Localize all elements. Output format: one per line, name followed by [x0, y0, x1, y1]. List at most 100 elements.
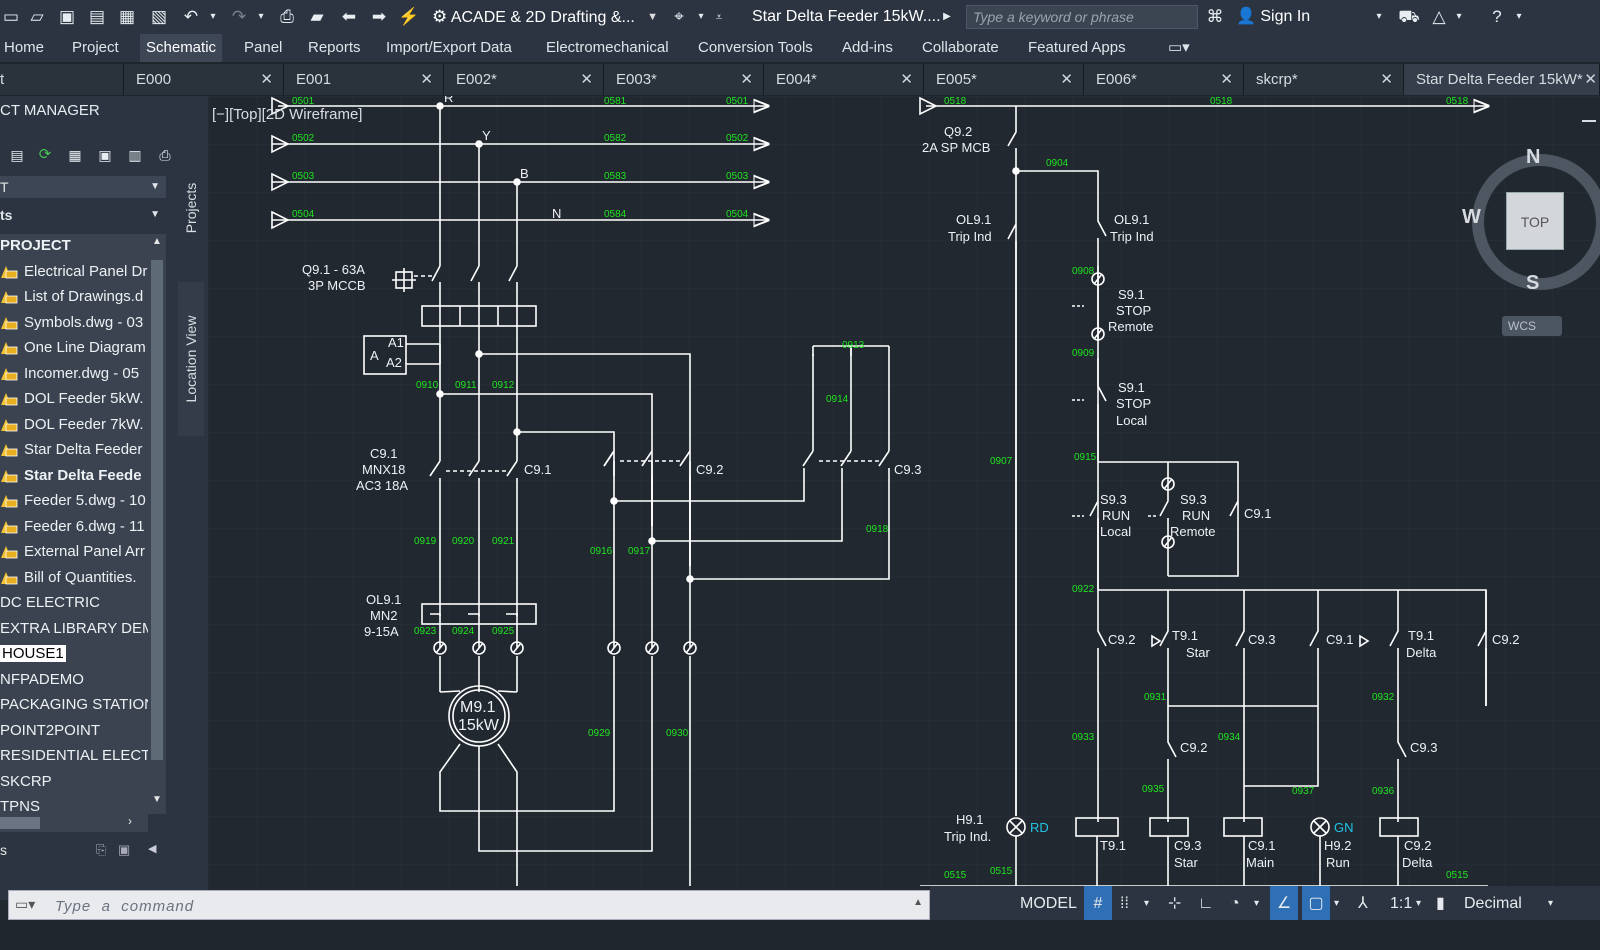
undo-dropdown-icon[interactable]: ▾ — [210, 11, 216, 22]
print-icon[interactable]: ⎙ — [280, 7, 294, 26]
sign-in-dropdown-icon[interactable]: ▾ — [1376, 11, 1382, 22]
compass-west[interactable]: W — [1462, 206, 1481, 228]
command-input[interactable] — [53, 891, 897, 921]
tree-drawing-item[interactable]: Star Delta Feeder — [0, 438, 148, 462]
menu-panel[interactable]: Panel — [244, 39, 283, 56]
drawing-canvas[interactable]: R Y B N Q9.1 - 63A 3P MCCB A A1 A2 C9.1 … — [208, 96, 1600, 886]
back-arrow-icon[interactable]: ⬅ — [341, 7, 357, 26]
infer-constraints-icon[interactable]: ⊹ — [1168, 895, 1182, 912]
close-icon[interactable]: ✕ — [1380, 71, 1393, 88]
object-snap-icon[interactable]: ▢ — [1302, 886, 1330, 922]
cart-icon[interactable]: ⛟ — [1398, 7, 1420, 26]
tree-drawing-item[interactable]: One Line Diagram — [0, 336, 148, 360]
annotation-scale[interactable]: 1:1 — [1390, 895, 1413, 912]
scale-dropdown-icon[interactable]: ▾ — [1416, 898, 1422, 909]
units-select[interactable]: Decimal — [1464, 895, 1522, 912]
tree-drawing-item[interactable]: Symbols.dwg - 03 — [0, 311, 148, 335]
search-input[interactable] — [967, 6, 1197, 28]
tree-drawing-item[interactable]: Incomer.dwg - 05 — [0, 362, 148, 386]
tree-drawing-item[interactable]: List of Drawings.d — [0, 285, 148, 309]
details-icon[interactable]: ⎘ — [96, 842, 107, 857]
annotation-visibility-icon[interactable]: ⅄ — [1358, 895, 1368, 912]
command-history-icon[interactable]: ▲ — [913, 897, 923, 908]
polar-icon[interactable]: ◔ — [1230, 895, 1240, 912]
ribbon-toggle-icon[interactable]: ▭▾ — [1168, 39, 1190, 56]
share-dropdown-icon[interactable]: ▾ — [698, 11, 704, 22]
snap-dropdown-icon[interactable]: ▾ — [1144, 898, 1150, 909]
preview-icon[interactable]: ▣ — [118, 842, 131, 857]
tree-drawing-item[interactable]: Feeder 5.dwg - 10 — [0, 489, 148, 513]
tab-e004[interactable]: E004* ✕ — [764, 64, 924, 95]
tree-drawing-item[interactable]: Electrical Panel Dr — [0, 260, 148, 284]
open-folder-icon[interactable]: ▱ — [30, 7, 44, 26]
search-box[interactable] — [966, 5, 1198, 29]
minimize-viewport-icon[interactable] — [1582, 120, 1596, 122]
share-icon[interactable]: ⌖ — [674, 7, 684, 26]
viewcube-top-face[interactable]: TOP — [1506, 192, 1564, 250]
tree-project-item[interactable]: POINT2POINT — [0, 719, 148, 743]
close-icon[interactable]: ✕ — [1060, 71, 1073, 88]
view-select[interactable]: ts ▼ — [0, 204, 166, 226]
menu-home[interactable]: Home — [4, 39, 45, 56]
customize-qat-icon[interactable]: ⩡ — [715, 10, 723, 24]
tab-skcrp[interactable]: skcrp* ✕ — [1244, 64, 1404, 95]
sign-in-button[interactable]: 👤 Sign In — [1236, 4, 1310, 30]
tree-project-item[interactable]: DC ELECTRIC — [0, 591, 148, 615]
tree-drawing-item[interactable]: Feeder 6.dwg - 11 — [0, 515, 148, 539]
refresh-icon[interactable]: ⟳ — [38, 146, 52, 163]
redo-icon[interactable]: ↷ — [231, 7, 247, 26]
workspace-select[interactable]: ⚙ ACADE & 2D Drafting &... ▼ — [432, 4, 664, 30]
model-space-button[interactable]: MODEL — [1020, 895, 1077, 912]
units-dropdown-icon[interactable]: ▾ — [1548, 898, 1554, 909]
tree-project-item[interactable]: NFPADEMO — [0, 668, 148, 692]
scroll-thumb[interactable] — [151, 260, 163, 760]
collapse-icon[interactable]: ◀ — [148, 843, 157, 855]
publish-icon[interactable]: ▥ — [128, 147, 142, 163]
tree-project-item[interactable]: HOUSE1 — [0, 642, 148, 666]
command-line[interactable]: ▭▾ ▲ — [8, 890, 930, 921]
tab-location-view[interactable]: Location View — [178, 282, 204, 436]
close-icon[interactable]: ✕ — [900, 71, 913, 88]
close-icon[interactable]: ✕ — [740, 71, 753, 88]
export-icon[interactable]: ▧ — [150, 7, 168, 26]
binoculars-icon[interactable]: ⌘ — [1206, 7, 1224, 26]
close-icon[interactable]: ✕ — [1220, 71, 1233, 88]
chevron-right-icon[interactable]: ▶ — [943, 11, 951, 22]
viewcube[interactable]: TOP N W S WCS — [1458, 144, 1600, 336]
help-icon[interactable]: ? — [1492, 7, 1502, 26]
tree-project-item[interactable]: PACKAGING STATION — [0, 693, 148, 717]
tree-project-item[interactable]: TPNS — [0, 795, 148, 814]
a360-dropdown-icon[interactable]: ▾ — [1456, 11, 1462, 22]
tree-project-item[interactable]: RESIDENTIAL ELECTR — [0, 744, 148, 768]
command-menu-icon[interactable]: ▭▾ — [15, 896, 36, 912]
wire-tool-icon[interactable]: ⚡ — [398, 7, 420, 26]
units-icon[interactable]: ▮ — [1436, 895, 1445, 912]
menu-electromechanical[interactable]: Electromechanical — [546, 39, 669, 56]
autodesk-a360-icon[interactable]: △ — [1432, 7, 1446, 26]
tree-drawing-item[interactable]: DOL Feeder 5kW. — [0, 387, 148, 411]
project-properties-icon[interactable]: ▤ — [10, 147, 24, 163]
compass-south[interactable]: S — [1526, 272, 1540, 294]
plot-project-icon[interactable]: ⎙ — [159, 147, 171, 163]
schematic-drawing[interactable]: R Y B N Q9.1 - 63A 3P MCCB A A1 A2 C9.1 … — [208, 96, 1600, 886]
menu-schematic[interactable]: Schematic — [140, 34, 223, 62]
tree-drawing-item[interactable]: Bill of Quantities. — [0, 566, 148, 590]
scroll-right-icon[interactable]: › — [128, 814, 132, 828]
polar-dropdown-icon[interactable]: ▾ — [1254, 898, 1260, 909]
tab-e000[interactable]: E000 ✕ — [124, 64, 284, 95]
tab-e002[interactable]: E002* ✕ — [444, 64, 604, 95]
new-file-icon[interactable]: ▭ — [2, 7, 20, 26]
scroll-up-icon[interactable]: ▲ — [152, 236, 162, 247]
wcs-menu[interactable]: WCS — [1502, 316, 1562, 336]
tab-e005[interactable]: E005* ✕ — [924, 64, 1084, 95]
close-icon[interactable]: ✕ — [580, 71, 593, 88]
viewport-controls-label[interactable]: [−][Top][2D Wireframe] — [212, 106, 363, 123]
undo-icon[interactable]: ↶ — [183, 7, 199, 26]
menu-conversion-tools[interactable]: Conversion Tools — [698, 39, 813, 56]
tab-star-delta-feeder[interactable]: Star Delta Feeder 15kW* ✕ — [1404, 64, 1600, 95]
grid-icon[interactable]: # — [1084, 886, 1112, 922]
scroll-down-icon[interactable]: ▼ — [152, 794, 162, 805]
menu-collaborate[interactable]: Collaborate — [922, 39, 999, 56]
object-snap-dropdown-icon[interactable]: ▾ — [1334, 898, 1340, 909]
redo-dropdown-icon[interactable]: ▾ — [258, 11, 264, 22]
